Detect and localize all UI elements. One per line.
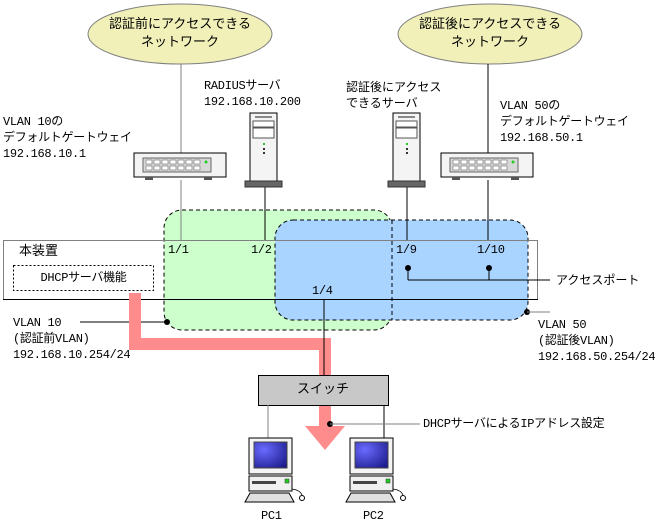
dhcp-function-label: DHCPサーバ機能 [40,271,127,285]
dhcp-function-box [13,265,154,291]
port-1-4: 1/4 [312,284,333,298]
pre-auth-network-label: 認証前にアクセスできる ネットワーク [88,16,272,52]
vlan50-gateway-line1: VLAN 50の [500,99,561,113]
vlan50-gateway-label: VLAN 50の デフォルトゲートウェイ 192.168.50.1 [500,98,629,146]
vlan10-gateway-label: VLAN 10の デフォルトゲートウェイ 192.168.10.1 [3,114,132,162]
radius-server-name: RADIUSサーバ [204,79,281,93]
post-auth-network-label: 認証後にアクセスできる ネットワーク [398,16,582,52]
post-auth-network-line1: 認証後にアクセスできる [418,17,562,32]
vlan10-info: VLAN 10 (認証前VLAN) 192.168.10.254/24 [13,315,131,363]
vlan50-info-name: VLAN 50 [538,318,587,332]
pre-auth-network-line1: 認証前にアクセスできる [108,17,252,32]
router-vlan50 [440,152,534,180]
radius-server-label: RADIUSサーバ 192.168.10.200 [204,78,301,110]
vlan50-gateway-line2: デフォルトゲートウェイ [500,115,629,129]
vlan50-region [274,219,529,321]
post-auth-server-label: 認証後にアクセス できるサーバ [346,79,441,111]
post-auth-network-line2: ネットワーク [450,35,529,50]
port-1-2: 1/2 [251,243,272,257]
vlan10-gateway-ip: 192.168.10.1 [3,147,86,161]
vlan50-gateway-ip: 192.168.50.1 [500,131,583,145]
post-auth-server-line1: 認証後にアクセス [346,80,442,94]
pre-auth-network-cloud [87,3,273,65]
vlan50-info: VLAN 50 (認証後VLAN) 192.168.50.254/24 [538,317,656,365]
device-label: 本装置 [19,244,59,259]
radius-server-ip: 192.168.10.200 [204,95,301,109]
port-1-1: 1/1 [168,243,189,257]
router-vlan10 [133,152,227,180]
pre-auth-network-line2: ネットワーク [140,35,219,50]
switch-box [258,375,389,406]
vlan10-gateway-line1: VLAN 10の [3,115,64,129]
vlan50-info-desc: (認証後VLAN) [538,334,615,348]
post-auth-server-line2: できるサーバ [346,96,418,110]
vlan10-info-desc: (認証前VLAN) [13,332,90,346]
access-port-label: アクセスポート [556,273,640,287]
pc2-label: PC2 [363,509,384,523]
switch-label: スイッチ [296,382,349,397]
vlan10-gateway-line2: デフォルトゲートウェイ [3,131,132,145]
pc1-icon [244,437,305,503]
vlan10-info-name: VLAN 10 [13,316,62,330]
post-auth-network-cloud [397,3,583,65]
vlan10-info-ip: 192.168.10.254/24 [13,348,131,362]
radius-server [244,112,283,188]
pc1-label: PC1 [261,509,282,523]
port-1-9: 1/9 [396,243,417,257]
dhcp-annotation: DHCPサーバによるIPアドレス設定 [423,417,605,431]
port-1-10: 1/10 [477,243,505,257]
post-auth-server [387,112,426,188]
pc2-icon [345,437,406,503]
vlan50-info-ip: 192.168.50.254/24 [538,350,656,364]
